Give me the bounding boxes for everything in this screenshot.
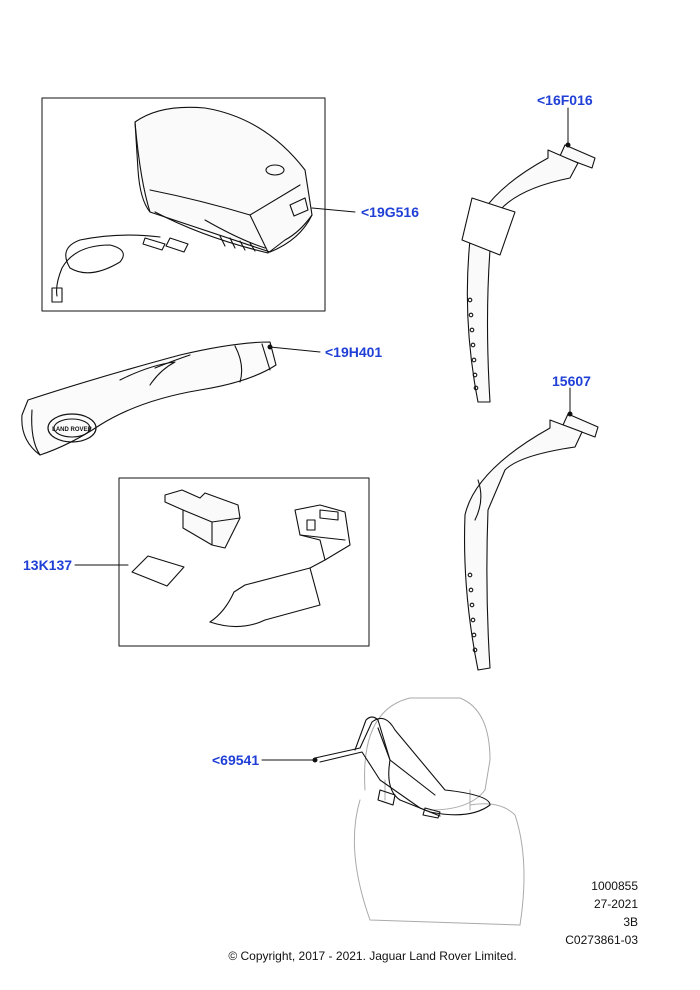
ski-bag-illustration (21, 341, 277, 456)
cooler-box-illustration (51, 106, 313, 303)
footer-rev: 3B (623, 915, 638, 929)
callout-15607[interactable]: 15607 (552, 373, 591, 389)
strap-bottom-illustration (463, 413, 599, 671)
kit-frame (118, 477, 370, 647)
leader-lines (74, 107, 573, 763)
copyright-notice: © Copyright, 2017 - 2021. Jaguar Land Ro… (228, 949, 517, 963)
strap-top-illustration (461, 144, 596, 403)
footer-date: 27-2021 (593, 897, 638, 911)
callout-16f016[interactable]: <16F016 (537, 92, 593, 108)
accessory-kit-illustration (131, 489, 351, 628)
cooler-frame (41, 97, 326, 312)
callout-13k137[interactable]: 13K137 (23, 557, 73, 573)
coat-hanger-illustration (314, 716, 491, 819)
footer-illustration-id: C0273861-03 (565, 933, 638, 947)
callout-19h401[interactable]: <19H401 (325, 344, 383, 360)
footer-code: 1000855 (591, 879, 638, 893)
callout-19g516[interactable]: <19G516 (361, 204, 419, 220)
land-rover-emblem: LAND ROVER (52, 427, 92, 433)
callout-69541[interactable]: <69541 (212, 752, 260, 768)
